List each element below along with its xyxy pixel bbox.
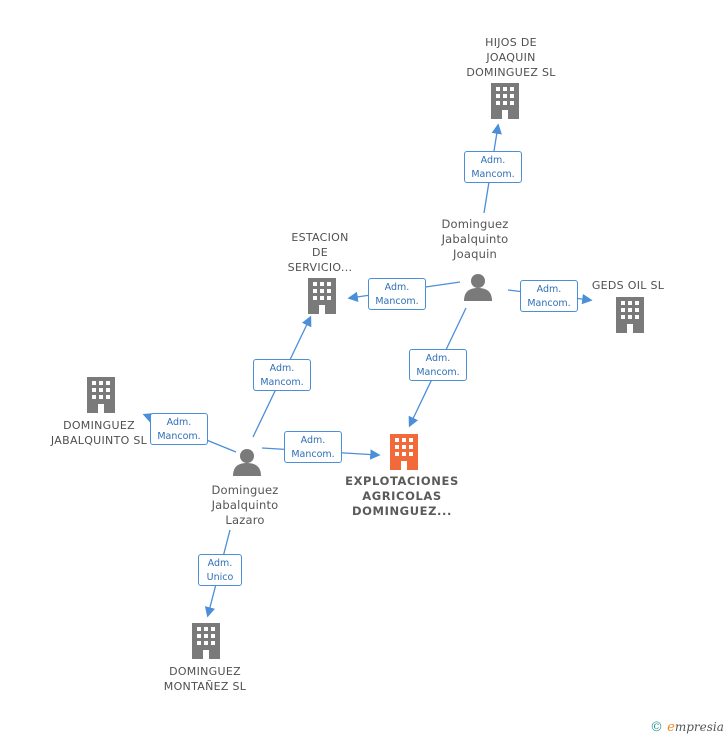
edge-label-joaquin-hijos: Adm.Mancom. bbox=[464, 151, 522, 183]
node-label-hijos[interactable]: HIJOS DE JOAQUIN DOMINGUEZ SL bbox=[466, 36, 556, 79]
hijos-building-icon[interactable] bbox=[491, 83, 519, 119]
geds-building-icon[interactable] bbox=[616, 297, 644, 333]
node-label-geds[interactable]: GEDS OIL SL bbox=[591, 279, 665, 292]
estacion-building-icon[interactable] bbox=[308, 278, 336, 314]
node-label-lazaro[interactable]: Dominguez Jabalquinto Lazaro bbox=[211, 483, 279, 527]
montanez-building-icon[interactable] bbox=[192, 623, 220, 659]
copyright-symbol: © bbox=[650, 720, 663, 735]
edge-label-joaquin-estacion: Adm.Mancom. bbox=[368, 278, 426, 310]
joaquin-person-icon[interactable] bbox=[464, 274, 492, 301]
node-label-joaquin[interactable]: Dominguez Jabalquinto Joaquin bbox=[441, 217, 509, 261]
edge-label-lazaro-montanez: Adm.Unico bbox=[198, 554, 242, 586]
empresia-logo-initial: e bbox=[667, 720, 675, 735]
explotaciones-building-icon[interactable] bbox=[390, 434, 418, 470]
empresia-logo-text: mpresia bbox=[674, 720, 724, 734]
empresia-watermark[interactable]: © empresia bbox=[650, 720, 724, 735]
node-label-montanez[interactable]: DOMINGUEZ MONTAÑEZ SL bbox=[163, 665, 247, 693]
lazaro-person-icon[interactable] bbox=[233, 449, 261, 476]
edge-label-joaquin-geds: Adm.Mancom. bbox=[520, 280, 578, 312]
edge-label-lazaro-explotaciones: Adm.Mancom. bbox=[284, 431, 342, 463]
node-label-jabalquinto-sl[interactable]: DOMINGUEZ JABALQUINTO SL bbox=[50, 419, 148, 447]
edge-label-lazaro-estacion: Adm.Mancom. bbox=[253, 359, 311, 391]
jabalquinto-sl-building-icon[interactable] bbox=[87, 377, 115, 413]
edge-label-joaquin-explotaciones: Adm.Mancom. bbox=[409, 349, 467, 381]
node-label-estacion[interactable]: ESTACION DE SERVICIO... bbox=[287, 231, 353, 274]
edge-label-lazaro-jabalquinto: Adm.Mancom. bbox=[150, 413, 208, 445]
node-label-explotaciones[interactable]: EXPLOTACIONES AGRICOLAS DOMINGUEZ... bbox=[345, 474, 459, 518]
